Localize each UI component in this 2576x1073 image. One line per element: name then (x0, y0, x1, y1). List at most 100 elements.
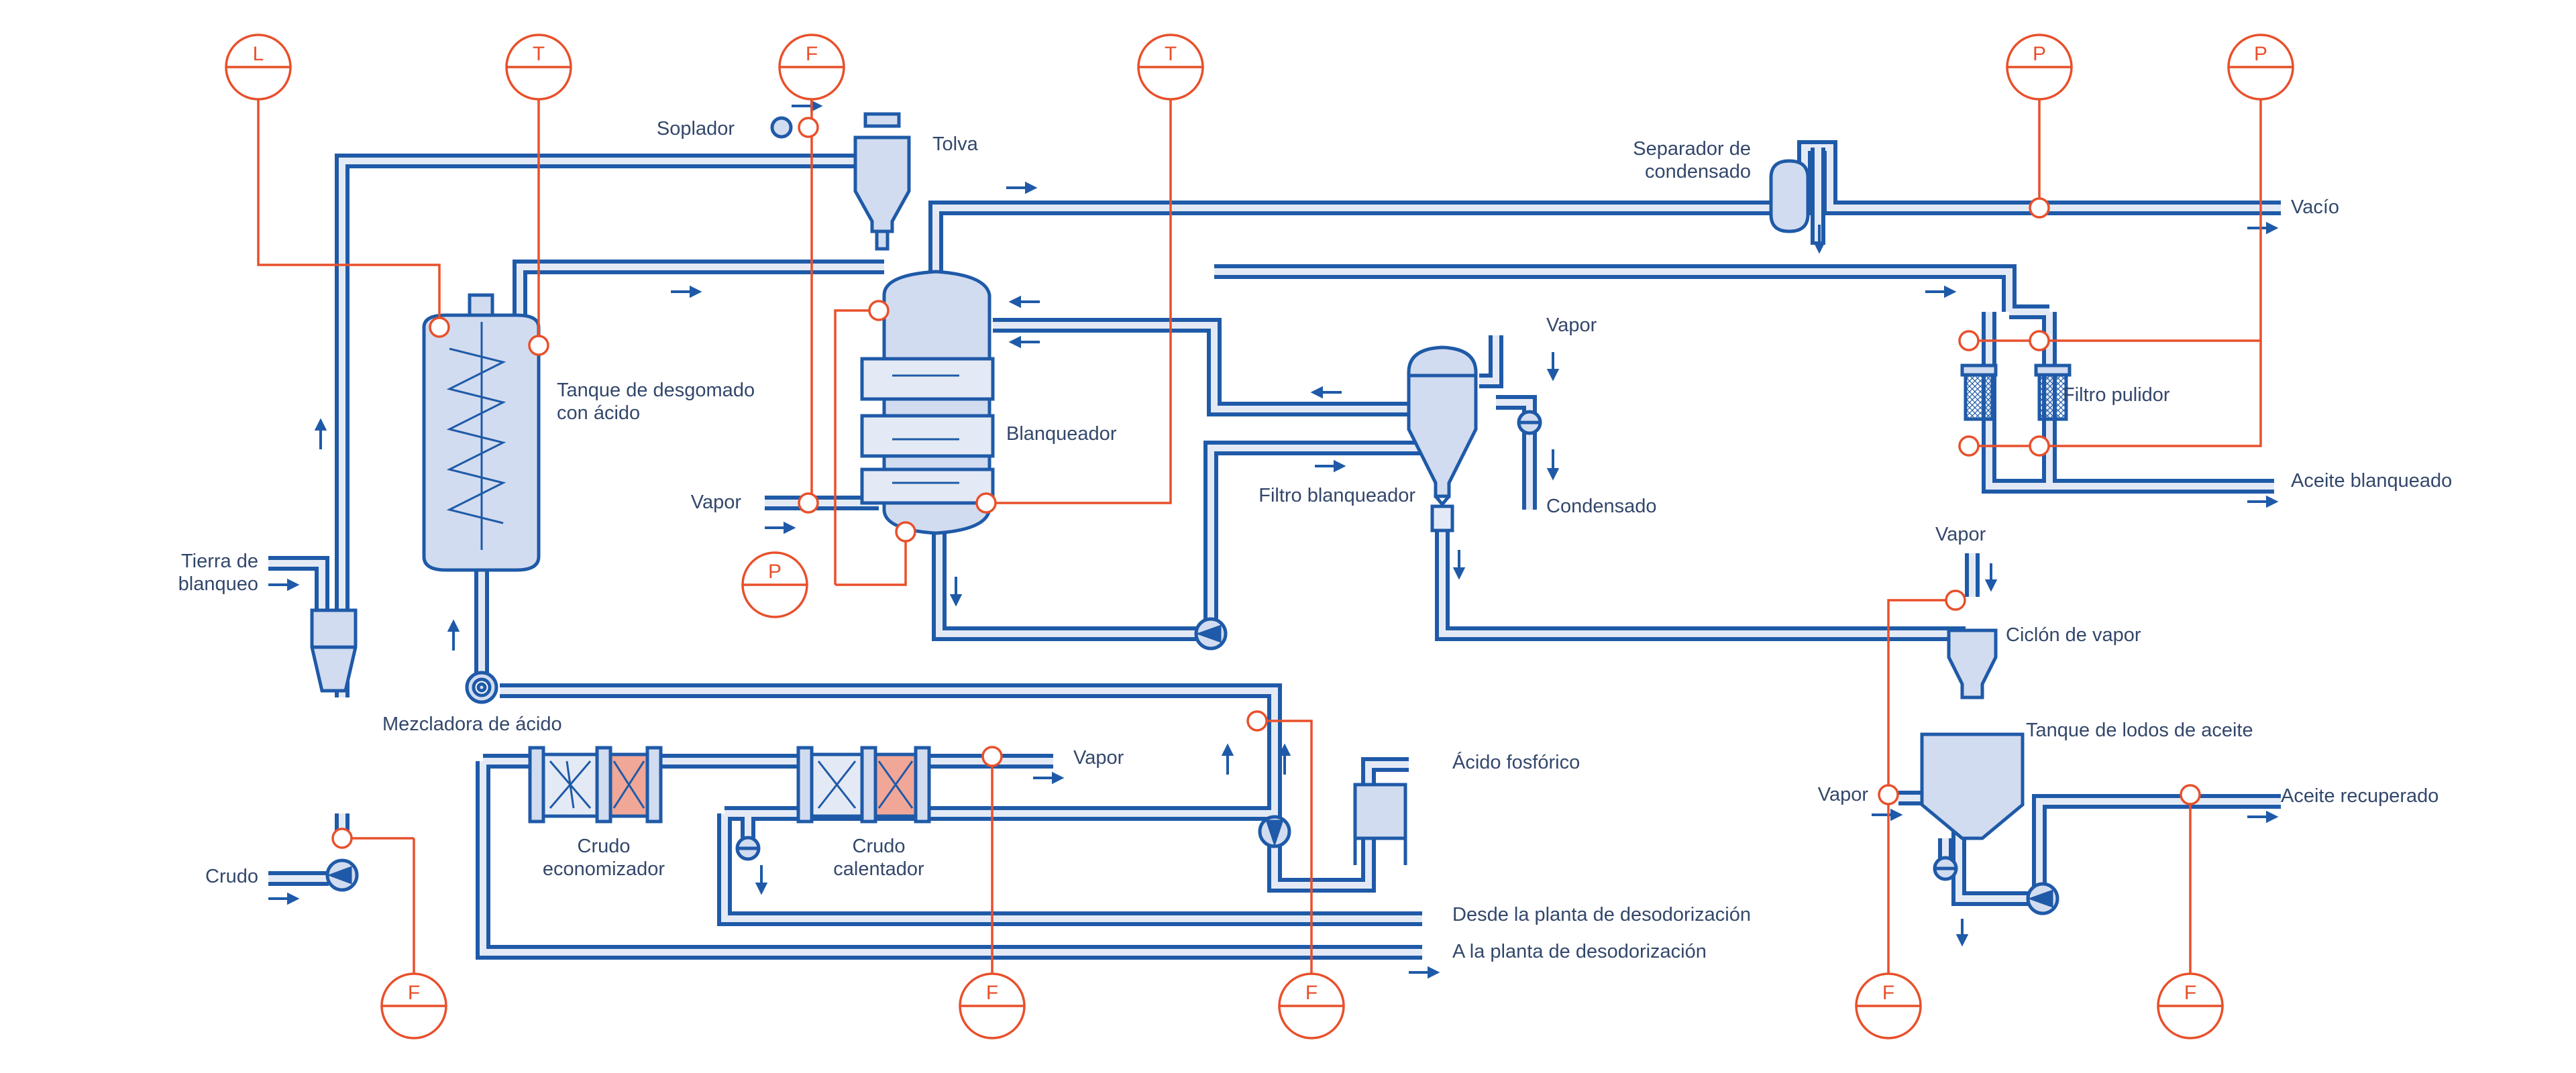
svg-text:L: L (253, 43, 264, 65)
label-vapor-lodos: Vapor (1817, 784, 1868, 805)
label-condensado: Condensado (1546, 496, 1657, 517)
label-crudo-economizador: Crudo economizador (542, 836, 665, 880)
arrow-up-icon (1221, 743, 1234, 775)
arrow-right-icon (268, 578, 300, 591)
crude-economizer (528, 746, 663, 824)
steam-trap-icon (735, 836, 761, 861)
instrument-bubbles: L T F T P P P F F F F F (225, 34, 2294, 1039)
pressure-indicator: P (741, 551, 808, 618)
pump-icon (1194, 617, 1228, 651)
temperature-indicator: T (505, 34, 572, 101)
label-filtro-pulidor: Filtro pulidor (2063, 384, 2170, 406)
label-vapor-calentador: Vapor (1073, 747, 1124, 769)
label-tanque-lodos: Tanque de lodos de aceite (2026, 720, 2253, 741)
steam-cyclone (1947, 628, 1998, 699)
label-tierra-blanqueo: Tierra de blanqueo (178, 551, 258, 595)
arrow-up-icon (447, 619, 460, 651)
flow-indicator: F (1855, 972, 1922, 1039)
label-vapor-ciclon: Vapor (1935, 524, 1986, 545)
pumps (325, 617, 2059, 915)
svg-text:F: F (1305, 982, 1318, 1004)
arrow-up-icon (314, 418, 327, 449)
label-separador: Separador de condensado (1633, 138, 1751, 182)
arrow-right-icon (1315, 459, 1346, 473)
arrow-left-icon (1310, 386, 1342, 399)
condensate-separator (1769, 159, 1810, 233)
flow-arrows (268, 99, 2279, 979)
arrow-down-icon (1984, 563, 1998, 592)
arrow-down-icon (1546, 449, 1560, 481)
arrow-right-icon (2247, 810, 2279, 824)
bleacher (860, 270, 995, 535)
label-a-planta: A la planta de desodorización (1452, 941, 1707, 962)
instrument-lines (257, 94, 2262, 1006)
arrow-down-icon (949, 577, 963, 607)
arrow-right-icon (1925, 285, 1957, 298)
label-filtro-blanqueador: Filtro blanqueador (1258, 485, 1415, 506)
arrow-right-icon (1409, 966, 1440, 979)
label-desde-planta: Desde la planta de desodorización (1452, 904, 1751, 925)
label-vapor-blanqueador: Vapor (690, 492, 741, 513)
label-acido-fosforico: Ácido fosfórico (1452, 752, 1580, 773)
svg-text:P: P (2033, 43, 2046, 65)
svg-text:F: F (986, 982, 998, 1004)
crude-heater (796, 746, 931, 824)
label-aceite-blanqueado: Aceite blanqueado (2291, 470, 2453, 492)
arrow-right-icon (2247, 221, 2279, 235)
svg-text:F: F (2184, 982, 2196, 1004)
degumming-tank (422, 293, 541, 572)
label-mezcladora: Mezcladora de ácido (382, 714, 562, 735)
level-indicator: L (225, 34, 292, 101)
arrow-up-icon (1278, 743, 1291, 775)
label-tolva: Tolva (932, 133, 978, 155)
bleaching-filter (1407, 345, 1478, 532)
arrow-right-icon (671, 285, 702, 298)
earth-hopper (310, 608, 358, 693)
label-vacio: Vacío (2291, 196, 2340, 218)
acid-mixer-icon (465, 671, 498, 704)
pump-icon (325, 858, 359, 892)
pressure-indicator: P (2006, 34, 2073, 101)
arrow-left-icon (1008, 335, 1040, 349)
arrow-right-icon (1872, 808, 1903, 822)
flow-indicator: F (1278, 972, 1345, 1039)
arrow-down-icon (1546, 352, 1560, 382)
label-crudo-calentador: Crudo calentador (833, 836, 924, 880)
hopper (853, 112, 911, 251)
flow-indicator: F (959, 972, 1026, 1039)
arrow-right-icon (792, 99, 823, 113)
acid-tank (1353, 783, 1407, 865)
pump-icon (2026, 882, 2059, 915)
flow-indicator: F (380, 972, 447, 1039)
flow-indicator: F (2157, 972, 2224, 1039)
pressure-indicator: P (2227, 34, 2294, 101)
blower-icon (770, 116, 793, 139)
label-crudo: Crudo (205, 866, 258, 887)
svg-text:T: T (1165, 43, 1177, 65)
arrow-left-icon (1008, 295, 1040, 308)
arrow-right-icon (765, 521, 796, 534)
label-soplador: Soplador (656, 118, 735, 139)
arrow-right-icon (1033, 771, 1065, 785)
arrow-right-icon (1006, 181, 1038, 194)
label-tanque-desgomado: Tanque de desgomado con ácido (557, 380, 755, 424)
arrow-right-icon (2247, 495, 2279, 508)
label-aceite-recuperado: Aceite recuperado (2281, 785, 2439, 807)
flow-indicator: F (778, 34, 845, 101)
arrow-down-icon (1955, 919, 1969, 947)
svg-text:F: F (408, 982, 420, 1004)
arrow-down-icon (755, 865, 768, 895)
pump-icon (1258, 815, 1291, 848)
svg-text:T: T (533, 43, 545, 65)
instrument-taps (331, 117, 2201, 849)
sludge-tank (1920, 732, 2025, 840)
svg-text:P: P (2254, 43, 2267, 65)
svg-text:F: F (806, 43, 818, 65)
traps (735, 410, 1958, 881)
arrow-right-icon (268, 892, 300, 905)
steam-trap-icon (1517, 410, 1542, 435)
svg-text:P: P (768, 561, 782, 583)
label-ciclon-vapor: Ciclón de vapor (2006, 624, 2141, 646)
label-vapor-top: Vapor (1546, 315, 1597, 336)
